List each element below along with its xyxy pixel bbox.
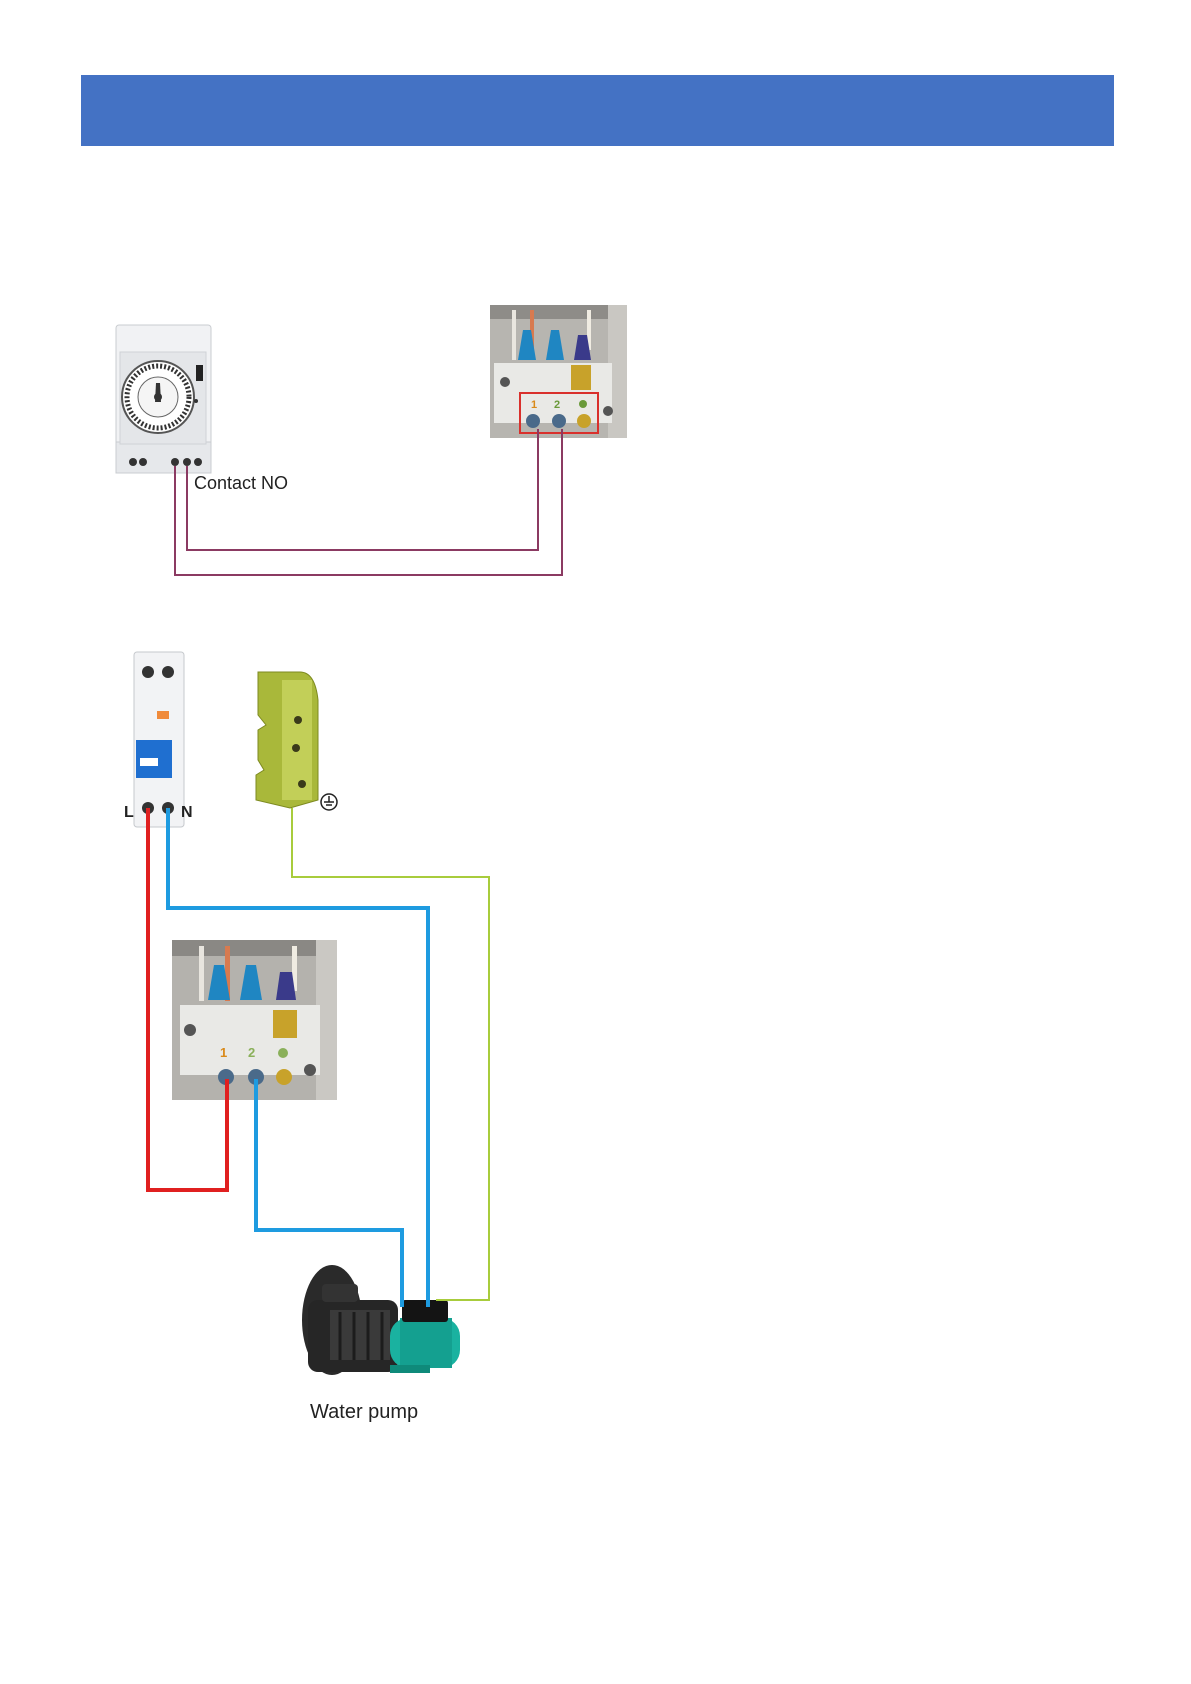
terminal-2-label-bottom: 2 bbox=[248, 1045, 255, 1060]
earth-bar-icon bbox=[256, 672, 318, 808]
live-label: L bbox=[124, 804, 134, 821]
terminal-2-label-top: 2 bbox=[554, 399, 560, 411]
water-pump-icon bbox=[302, 1265, 460, 1375]
circuit-breaker-icon bbox=[134, 652, 184, 827]
water-pump-label: Water pump bbox=[310, 1401, 418, 1423]
contact-no-label: Contact NO bbox=[194, 473, 288, 493]
control-wires bbox=[175, 429, 562, 575]
timer-switch-icon bbox=[116, 325, 211, 473]
earth-symbol-icon bbox=[321, 794, 337, 810]
terminal-1-label-top: 1 bbox=[531, 399, 537, 411]
terminal-1-label-bottom: 1 bbox=[220, 1045, 227, 1060]
neutral-label: N bbox=[181, 804, 193, 821]
terminal-block-photo-bottom: 1 2 bbox=[172, 940, 337, 1100]
terminal-block-photo-top: 1 2 bbox=[490, 305, 627, 438]
control-wire-2 bbox=[175, 429, 562, 575]
